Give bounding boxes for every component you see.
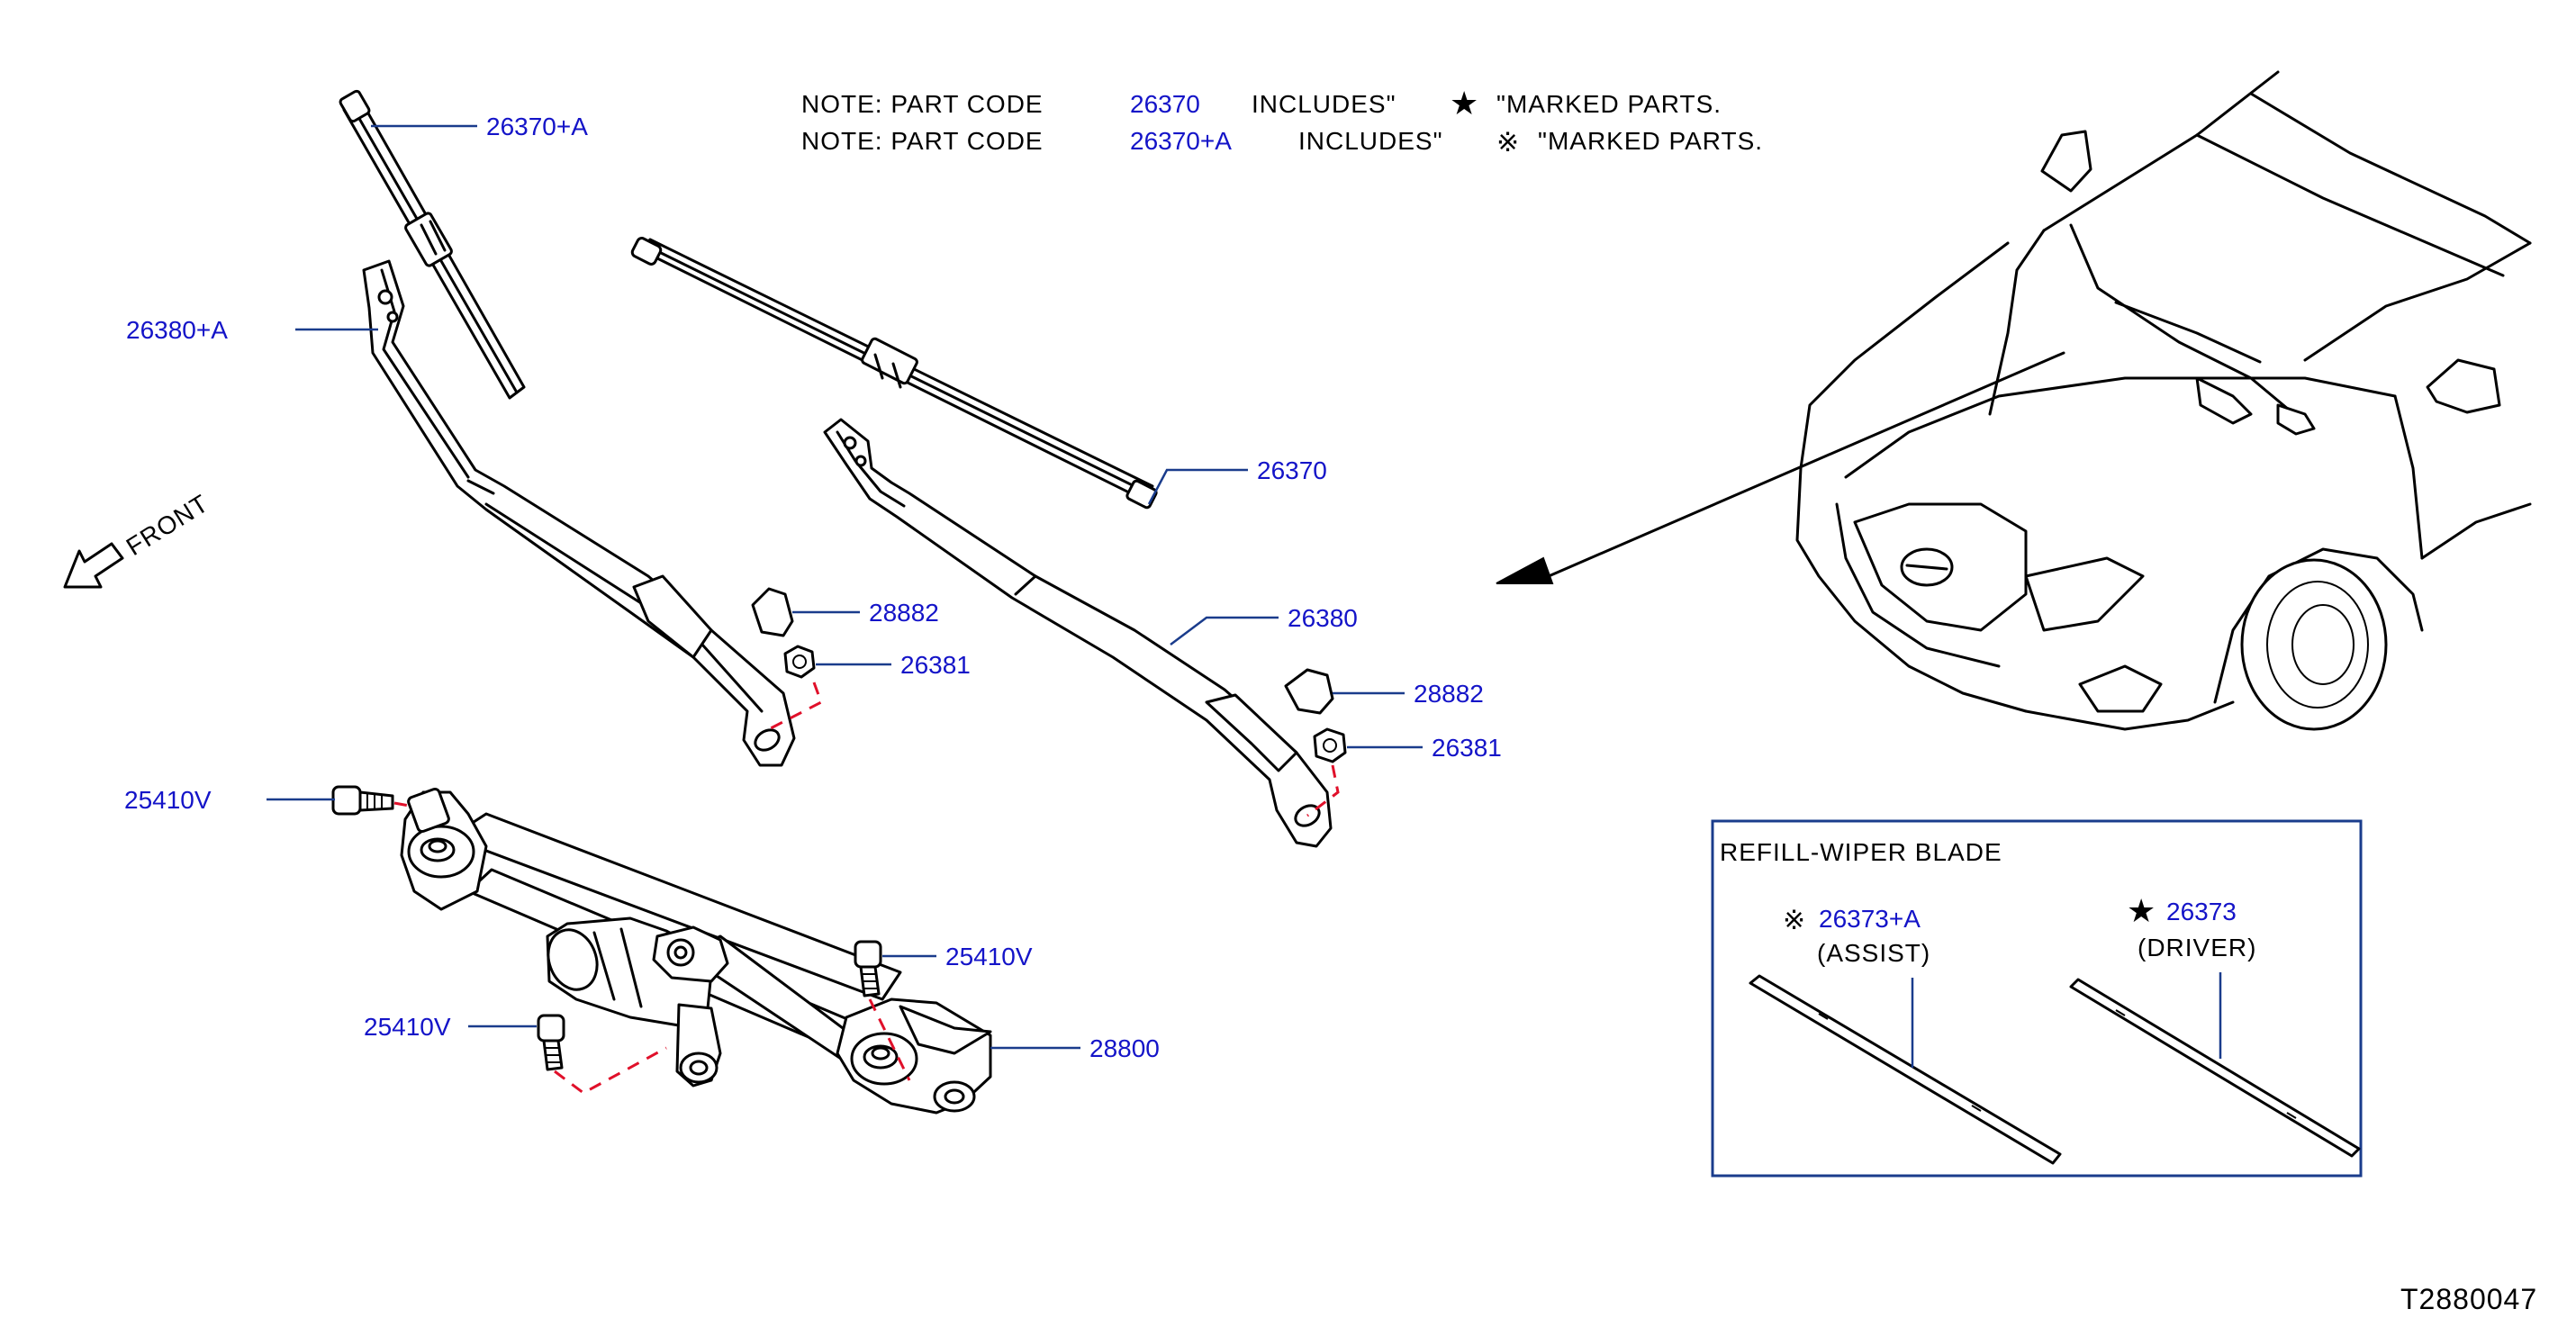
leader-arm-driver bbox=[1170, 616, 1279, 645]
callout-cap-left: 28882 bbox=[869, 599, 939, 627]
wiper-arm-assist bbox=[362, 259, 796, 767]
vehicle-illustration bbox=[1795, 70, 2532, 731]
bolt-top-left bbox=[331, 785, 394, 816]
refill-driver-sub: (DRIVER) bbox=[2138, 934, 2256, 961]
callout-arm-driver: 26380 bbox=[1288, 604, 1358, 632]
wiper-arm-driver bbox=[823, 418, 1333, 848]
refill-assist-code: 26373+A bbox=[1819, 905, 1921, 933]
refill-driver-symbol-icon: ★ bbox=[2127, 892, 2156, 929]
callout-bolt-mid-right: 25410V bbox=[945, 943, 1033, 970]
wiper-linkage-motor bbox=[400, 787, 992, 1115]
callout-blade-driver: 26370 bbox=[1257, 456, 1327, 484]
star-symbol-icon: ★ bbox=[1450, 85, 1479, 122]
pivot-cap-left bbox=[751, 587, 794, 637]
callout-cap-right: 28882 bbox=[1414, 680, 1484, 708]
pivot-cap-right bbox=[1284, 668, 1334, 715]
leader-blade-driver bbox=[1147, 468, 1248, 505]
bolt-mid-right bbox=[854, 940, 882, 997]
note-2-suffix: "MARKED PARTS. bbox=[1538, 127, 1763, 155]
callout-arm-assist: 26380+A bbox=[126, 316, 228, 344]
callout-nut-right: 26381 bbox=[1432, 734, 1502, 762]
callout-blade-assist: 26370+A bbox=[486, 113, 588, 140]
refill-box-frame bbox=[1711, 819, 2363, 1178]
callout-bolt-lower-left: 25410V bbox=[364, 1013, 451, 1041]
note-1-suffix: "MARKED PARTS. bbox=[1496, 90, 1722, 118]
wiper-blade-driver bbox=[630, 237, 1158, 510]
diagram-id: T2880047 bbox=[2400, 1283, 2537, 1315]
front-label: FRONT bbox=[122, 489, 213, 561]
front-direction: FRONT bbox=[63, 489, 213, 589]
callout-nut-left: 26381 bbox=[900, 651, 971, 679]
refill-assist-symbol-icon: ※ bbox=[1783, 906, 1806, 935]
front-arrow-icon bbox=[63, 542, 124, 589]
nut-left bbox=[783, 645, 816, 679]
refill-strip-driver bbox=[2069, 978, 2361, 1158]
note-1-code: 26370 bbox=[1130, 90, 1200, 118]
note-line-1: NOTE: PART CODE 26370 INCLUDES" ★ "MARKE… bbox=[801, 85, 1722, 122]
refill-strip-assist bbox=[1749, 974, 2062, 1165]
refill-wiper-blade-box: REFILL-WIPER BLADE ※ 26373+A (ASSIST) ★ … bbox=[1711, 819, 2363, 1178]
note-1-includes: INCLUDES" bbox=[1252, 90, 1396, 118]
wiper-blade-assist bbox=[339, 89, 526, 400]
note-2-code: 26370+A bbox=[1130, 127, 1232, 155]
nut-right bbox=[1313, 727, 1347, 763]
callout-linkage-motor: 28800 bbox=[1089, 1034, 1160, 1062]
kome-symbol-icon: ※ bbox=[1496, 128, 1520, 158]
note-2-prefix: NOTE: PART CODE bbox=[801, 127, 1044, 155]
note-line-2: NOTE: PART CODE 26370+A INCLUDES" ※ "MAR… bbox=[801, 127, 1763, 158]
callout-bolt-top-left: 25410V bbox=[124, 786, 212, 814]
zoom-pointer-arrow bbox=[1496, 351, 2065, 584]
refill-box-title: REFILL-WIPER BLADE bbox=[1720, 838, 2002, 866]
refill-driver-code: 26373 bbox=[2166, 898, 2237, 925]
note-1-prefix: NOTE: PART CODE bbox=[801, 90, 1044, 118]
note-2-includes: INCLUDES" bbox=[1298, 127, 1443, 155]
bolt-lower-left bbox=[537, 1014, 565, 1071]
refill-assist-sub: (ASSIST) bbox=[1817, 939, 1930, 967]
